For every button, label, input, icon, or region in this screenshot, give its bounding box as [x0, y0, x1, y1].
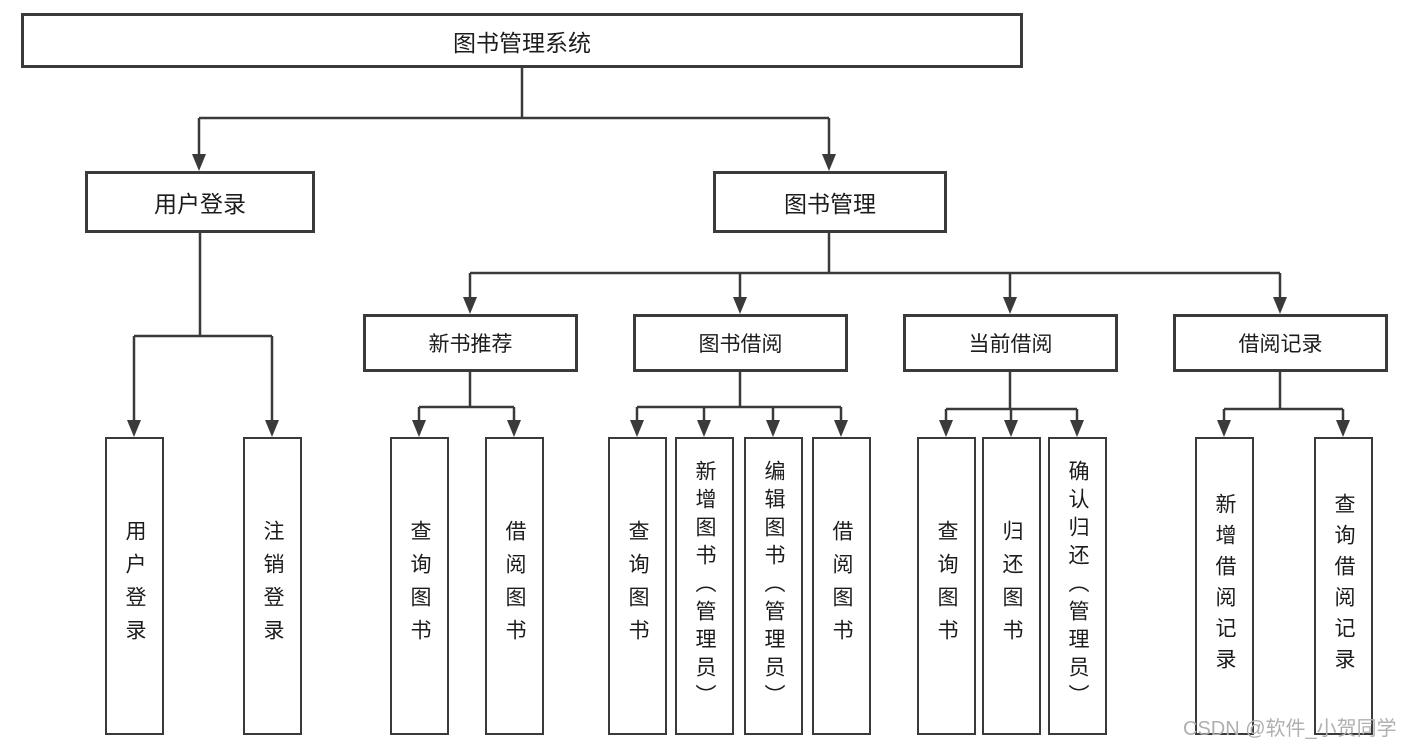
node-current-borrow-label: 当前借阅	[968, 333, 1053, 356]
leaf-record-query: 查询借阅记录	[1314, 437, 1373, 735]
leaf-current-query-label: 查询图书	[935, 520, 958, 652]
node-current-borrow: 当前借阅	[903, 314, 1118, 372]
leaf-newbook-borrow-label: 借阅图书	[503, 520, 526, 652]
node-root-label: 图书管理系统	[453, 29, 591, 56]
node-new-book-rec-label: 新书推荐	[428, 333, 513, 356]
leaf-logout-label: 注销登录	[261, 520, 284, 652]
node-root: 图书管理系统	[21, 13, 1023, 68]
leaf-borrow-borrow: 借阅图书	[812, 437, 871, 735]
node-user-login-label: 用户登录	[154, 191, 246, 217]
leaf-borrow-borrow-label: 借阅图书	[830, 520, 853, 652]
leaf-current-confirm-admin: 确认归还（管理员）	[1048, 437, 1107, 735]
leaf-user-login: 用户登录	[105, 437, 164, 735]
csdn-watermark: CSDN @软件_小贺同学	[1183, 718, 1397, 740]
connector-user-login-to-leaves	[127, 233, 279, 437]
leaf-borrow-edit-admin: 编辑图书（管理员）	[744, 437, 803, 735]
node-user-login: 用户登录	[85, 171, 315, 233]
leaf-newbook-query-label: 查询图书	[408, 520, 431, 652]
leaf-borrow-add-admin: 新增图书（管理员）	[675, 437, 734, 735]
connector-book-borrow-to-leaves	[630, 372, 848, 437]
leaf-record-query-label: 查询借阅记录	[1332, 493, 1355, 679]
leaf-current-confirm-admin-label: 确认归还（管理员）	[1066, 460, 1089, 712]
connector-book-mgmt-to-level3	[463, 233, 1287, 314]
leaf-current-return: 归还图书	[982, 437, 1041, 735]
connector-new-book-to-leaves	[412, 372, 521, 437]
node-borrow-record-label: 借阅记录	[1238, 333, 1323, 356]
leaf-borrow-edit-admin-label: 编辑图书（管理员）	[762, 460, 785, 712]
leaf-current-query: 查询图书	[917, 437, 976, 735]
leaf-borrow-query-label: 查询图书	[626, 520, 649, 652]
node-book-borrow: 图书借阅	[633, 314, 848, 372]
node-new-book-rec: 新书推荐	[363, 314, 578, 372]
node-borrow-record: 借阅记录	[1173, 314, 1388, 372]
node-book-mgmt-label: 图书管理	[784, 191, 876, 217]
leaf-borrow-add-admin-label: 新增图书（管理员）	[693, 460, 716, 712]
leaf-current-return-label: 归还图书	[1000, 520, 1023, 652]
leaf-borrow-query: 查询图书	[608, 437, 667, 735]
leaf-newbook-query: 查询图书	[390, 437, 449, 735]
leaf-user-login-label: 用户登录	[123, 520, 146, 652]
connector-root-to-level2	[192, 68, 836, 171]
leaf-record-add-label: 新增借阅记录	[1213, 493, 1236, 679]
leaf-record-add: 新增借阅记录	[1195, 437, 1254, 735]
node-book-mgmt: 图书管理	[713, 171, 947, 233]
connector-borrow-record-to-leaves	[1217, 372, 1350, 437]
connector-current-borrow-to-leaves	[939, 372, 1084, 437]
leaf-newbook-borrow: 借阅图书	[485, 437, 544, 735]
node-book-borrow-label: 图书借阅	[698, 333, 783, 356]
leaf-logout: 注销登录	[243, 437, 302, 735]
